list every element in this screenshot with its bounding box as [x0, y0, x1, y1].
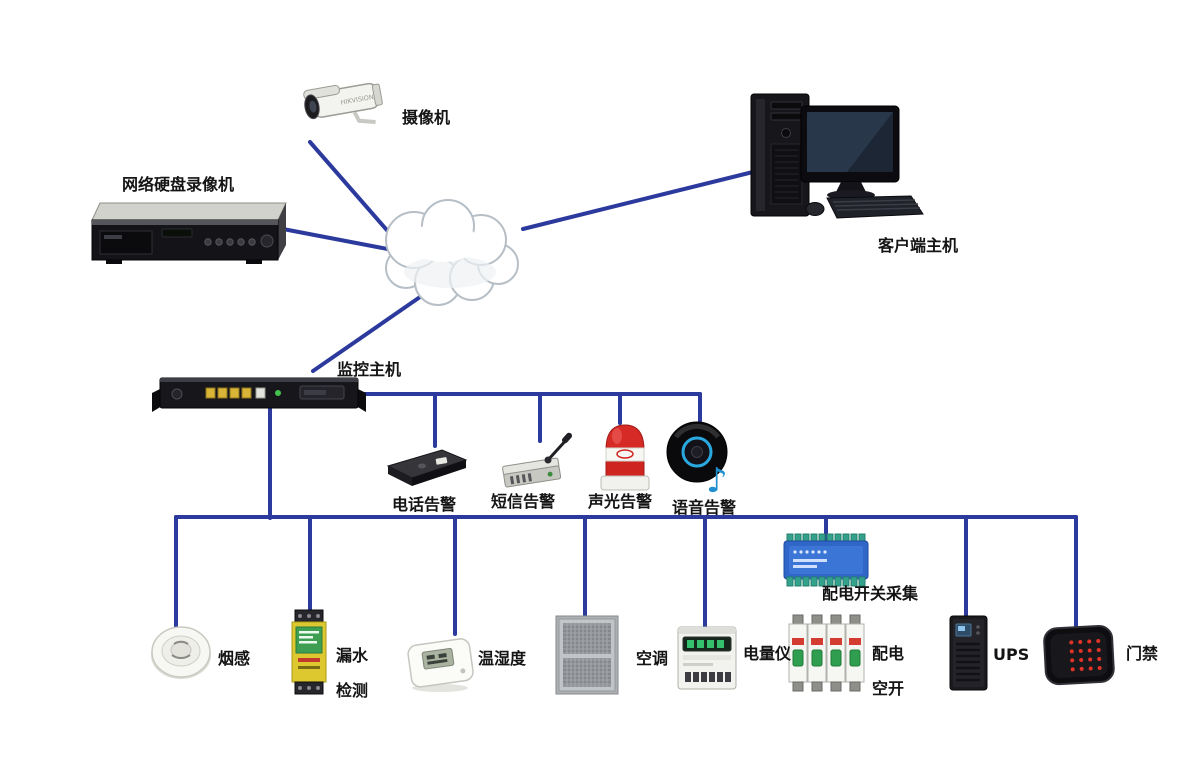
dist-breaker-label-line2: 空开 — [872, 679, 905, 698]
power-meter-device-icon — [677, 626, 737, 690]
water-leak-label-line1: 漏水 — [336, 646, 369, 665]
water-leak-label-line2: 检测 — [336, 681, 369, 700]
sound-light-alarm-label: 声光告警 — [588, 492, 653, 511]
monitor-host-device-icon — [152, 377, 366, 412]
sms-alarm-label: 短信告警 — [491, 492, 556, 511]
wire-cloud-host — [311, 295, 422, 373]
access-control-label: 门禁 — [1126, 644, 1159, 663]
power-meter-label: 电量仪 — [743, 644, 792, 663]
client-computer-icon — [750, 93, 924, 219]
wire-client-cloud — [521, 169, 759, 231]
dist-breaker-device-icon — [788, 614, 865, 692]
smoke-sensor-label: 烟感 — [218, 649, 251, 668]
ups-label: UPS — [993, 645, 1030, 664]
dist-breaker-label-line1: 配电 — [872, 644, 905, 663]
voice-alarm-label: 语音告警 — [672, 498, 737, 517]
phone-alarm-label: 电话告警 — [392, 495, 457, 514]
nvr-device-icon — [91, 202, 287, 264]
sound-light-alarm-device-icon — [600, 424, 650, 491]
access-control-device-icon — [1043, 624, 1115, 686]
water-leak-device-icon — [291, 609, 327, 695]
ups-device-icon — [949, 615, 988, 691]
nvr-label: 网络硬盘录像机 — [122, 175, 235, 194]
switch-collector-label: 配电开关采集 — [822, 584, 919, 603]
temp-humidity-device-icon — [407, 638, 474, 692]
air-conditioner-label: 空调 — [636, 649, 669, 668]
wire-nvr-cloud — [281, 227, 400, 253]
air-conditioner-device-icon — [555, 615, 619, 695]
camera-label: 摄像机 — [402, 108, 451, 127]
voice-alarm-device-icon: ♪ — [666, 421, 728, 498]
water-leak-label: 漏水 检测 — [336, 642, 368, 701]
switch-collector-device-icon — [783, 533, 869, 587]
phone-alarm-device-icon — [386, 449, 468, 486]
wire-camera-cloud — [308, 140, 394, 238]
monitor-host-label: 监控主机 — [337, 360, 402, 379]
network-cloud-icon — [385, 199, 519, 306]
temp-humidity-label: 温湿度 — [478, 649, 527, 668]
music-note-icon: ♪ — [706, 461, 728, 498]
smoke-sensor-device-icon — [151, 626, 211, 679]
sms-alarm-device-icon — [502, 432, 573, 488]
client-host-label: 客户端主机 — [878, 236, 959, 255]
camera-device-icon: HIKVISION — [303, 82, 383, 124]
dist-breaker-label: 配电 空开 — [872, 640, 904, 699]
